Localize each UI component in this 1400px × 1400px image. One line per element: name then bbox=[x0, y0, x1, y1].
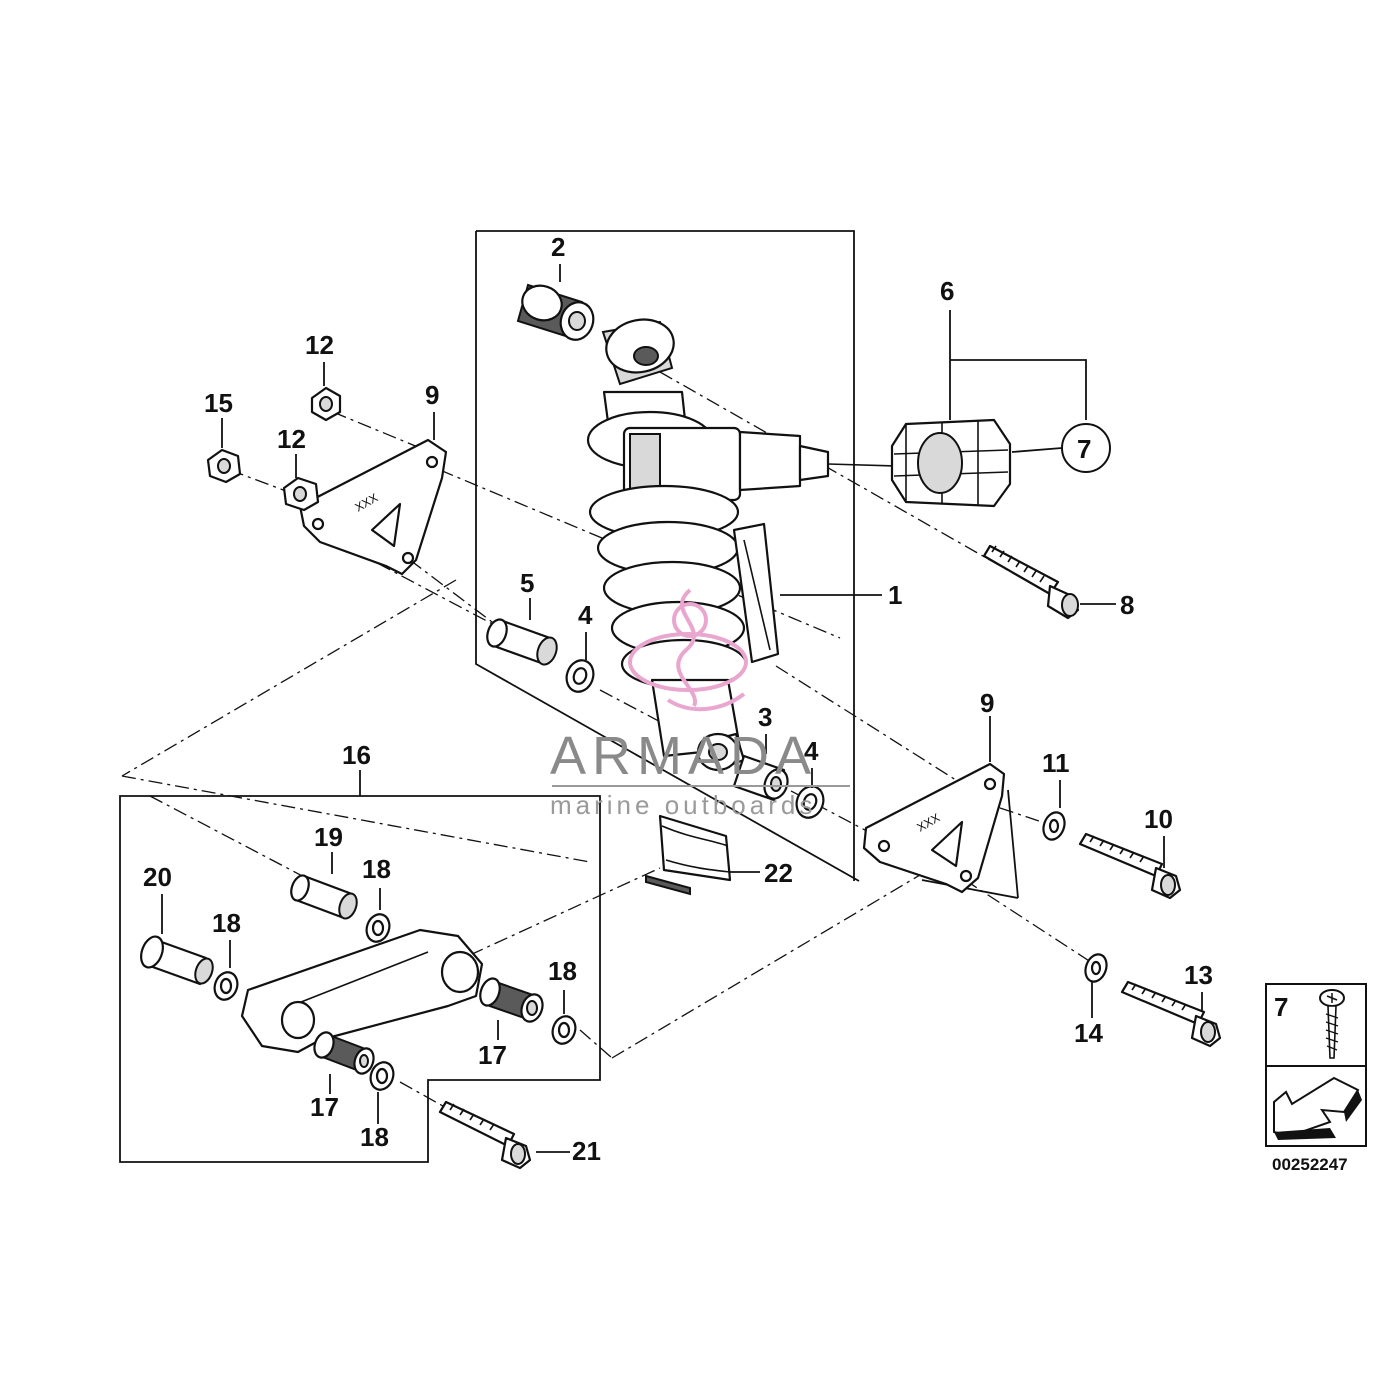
callout-18-bottom[interactable]: 18 bbox=[360, 1122, 389, 1152]
part-17-bearing-right[interactable] bbox=[477, 976, 546, 1025]
callout-14[interactable]: 14 bbox=[1074, 1018, 1103, 1048]
part-9-bracket-left[interactable]: XXX bbox=[298, 438, 448, 576]
part-19-sleeve[interactable] bbox=[288, 873, 360, 921]
bracket-right-frame bbox=[921, 789, 1019, 899]
callout-8[interactable]: 8 bbox=[1120, 590, 1134, 620]
reference-number: 00252247 bbox=[1272, 1155, 1348, 1174]
part-18-washers[interactable] bbox=[211, 911, 579, 1093]
part-15-nut[interactable] bbox=[206, 448, 242, 484]
part-11-washer[interactable] bbox=[1040, 809, 1068, 842]
legend-box: 7 bbox=[1265, 983, 1367, 1147]
callout-10[interactable]: 10 bbox=[1144, 804, 1173, 834]
screw-icon bbox=[1319, 989, 1345, 1059]
part-1-shock-absorber[interactable] bbox=[586, 313, 897, 772]
part-21-bolt[interactable] bbox=[438, 1100, 532, 1170]
callout-2[interactable]: 2 bbox=[551, 232, 565, 262]
watermark-tagline: marine outboards bbox=[550, 790, 816, 820]
part-9-bracket-right[interactable]: XXX bbox=[862, 762, 1006, 894]
leader-6-bracket bbox=[949, 310, 1087, 420]
callout-7[interactable]: 7 bbox=[1077, 434, 1091, 464]
lever-group-frame bbox=[119, 795, 601, 1163]
part-22-clip[interactable] bbox=[645, 814, 732, 896]
watermark: ARMADA marine outboards bbox=[550, 588, 850, 820]
part-12-nut-upper[interactable] bbox=[310, 386, 342, 422]
part-6-adjuster-knob[interactable] bbox=[890, 418, 1012, 508]
callout-22[interactable]: 22 bbox=[764, 858, 793, 888]
part-16-lever[interactable] bbox=[240, 928, 484, 1054]
shock-absorber-group-frame bbox=[475, 230, 860, 882]
callout-16[interactable]: 16 bbox=[342, 740, 371, 770]
callout-20[interactable]: 20 bbox=[143, 862, 172, 892]
callout-4-upper[interactable]: 4 bbox=[578, 600, 593, 630]
part-2-bushing[interactable] bbox=[516, 281, 598, 344]
part-13-bolt[interactable] bbox=[1120, 980, 1222, 1048]
part-12-nut-lower[interactable] bbox=[282, 476, 320, 512]
callout-6[interactable]: 6 bbox=[940, 276, 954, 306]
part-4-washer-upper[interactable] bbox=[562, 657, 597, 696]
part-5-spacer[interactable] bbox=[484, 617, 560, 667]
callout-19[interactable]: 19 bbox=[314, 822, 343, 852]
part-20-pin[interactable] bbox=[137, 934, 216, 986]
part-8-bolt[interactable] bbox=[982, 544, 1080, 620]
callout-11[interactable]: 11 bbox=[1042, 748, 1070, 778]
callout-18-top[interactable]: 18 bbox=[362, 854, 391, 884]
callout-9-left[interactable]: 9 bbox=[425, 380, 439, 410]
callout-17-left[interactable]: 17 bbox=[310, 1092, 339, 1122]
part-17-bearing-left[interactable] bbox=[311, 1030, 377, 1077]
watermark-brand: ARMADA bbox=[550, 726, 817, 786]
arrow-icon bbox=[1273, 1076, 1362, 1140]
callout-1[interactable]: 1 bbox=[888, 580, 902, 610]
legend-item-number: 7 bbox=[1274, 992, 1288, 1022]
part-14-washer[interactable] bbox=[1082, 951, 1110, 984]
callout-9-right[interactable]: 9 bbox=[980, 688, 994, 718]
part-3-bushing[interactable] bbox=[732, 754, 791, 802]
callout-18-right[interactable]: 18 bbox=[548, 956, 577, 986]
callout-3[interactable]: 3 bbox=[758, 702, 772, 732]
callout-13[interactable]: 13 bbox=[1184, 960, 1213, 990]
callout-12-lower[interactable]: 12 bbox=[277, 424, 306, 454]
callout-18-left[interactable]: 18 bbox=[212, 908, 241, 938]
callout-4-lower[interactable]: 4 bbox=[804, 736, 819, 766]
callout-17-right[interactable]: 17 bbox=[478, 1040, 507, 1070]
callout-12-upper[interactable]: 12 bbox=[305, 330, 334, 360]
part-10-bolt[interactable] bbox=[1078, 832, 1182, 900]
callout-15[interactable]: 15 bbox=[204, 388, 233, 418]
leader-lines bbox=[161, 264, 1203, 1153]
callout-21[interactable]: 21 bbox=[572, 1136, 601, 1166]
watermark-logo-icon bbox=[628, 588, 748, 712]
callout-labels: 2 1 3 4 4 5 6 7 8 9 9 10 11 12 12 13 14 … bbox=[143, 232, 1213, 1166]
callout-5[interactable]: 5 bbox=[520, 568, 534, 598]
